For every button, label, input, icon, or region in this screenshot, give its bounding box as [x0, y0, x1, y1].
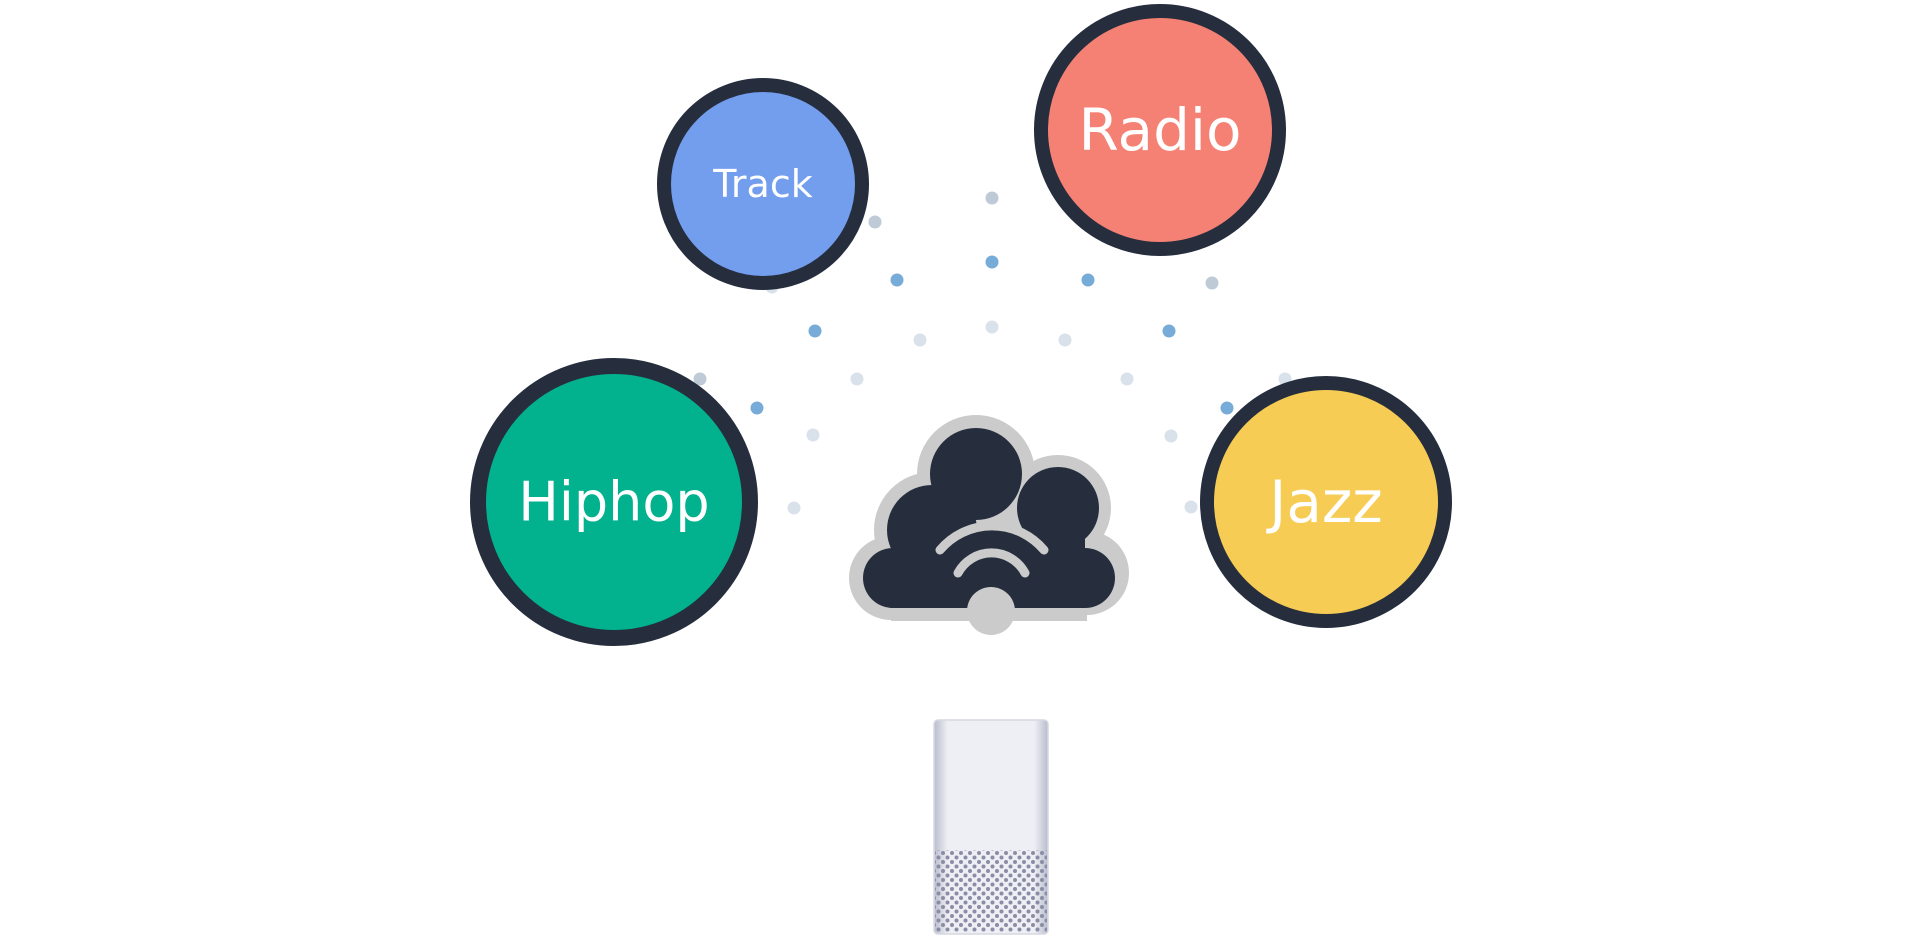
- signal-dot: [1164, 429, 1178, 443]
- signal-dot: [1058, 333, 1072, 347]
- signal-dot: [850, 372, 864, 386]
- smart-speaker-icon: [933, 719, 1049, 935]
- bubble-label-radio: Radio: [1079, 96, 1242, 164]
- signal-dot: [808, 324, 822, 338]
- signal-dot: [868, 215, 882, 229]
- signal-dots: [693, 191, 1292, 515]
- signal-dot: [1184, 500, 1198, 514]
- bubble-label-jazz: Jazz: [1266, 468, 1383, 536]
- bubble-hiphop[interactable]: Hiphop: [470, 358, 758, 646]
- bubble-jazz[interactable]: Jazz: [1200, 376, 1452, 628]
- signal-dot: [1220, 401, 1234, 415]
- bubble-label-track: Track: [712, 162, 812, 206]
- bubble-radio[interactable]: Radio: [1034, 4, 1286, 256]
- signal-dot: [890, 273, 904, 287]
- signal-dot: [806, 428, 820, 442]
- signal-dot: [1205, 276, 1219, 290]
- signal-dot: [750, 401, 764, 415]
- signal-dot: [787, 501, 801, 515]
- signal-dot: [1162, 324, 1176, 338]
- signal-dot: [913, 333, 927, 347]
- signal-dot: [985, 320, 999, 334]
- signal-dot: [693, 372, 707, 386]
- signal-dot: [985, 191, 999, 205]
- cloud-wifi-icon: [849, 415, 1129, 635]
- signal-dot: [985, 255, 999, 269]
- bubble-track[interactable]: Track: [657, 78, 869, 290]
- bubble-label-hiphop: Hiphop: [518, 471, 709, 534]
- signal-dot: [1120, 372, 1134, 386]
- signal-dot: [1081, 273, 1095, 287]
